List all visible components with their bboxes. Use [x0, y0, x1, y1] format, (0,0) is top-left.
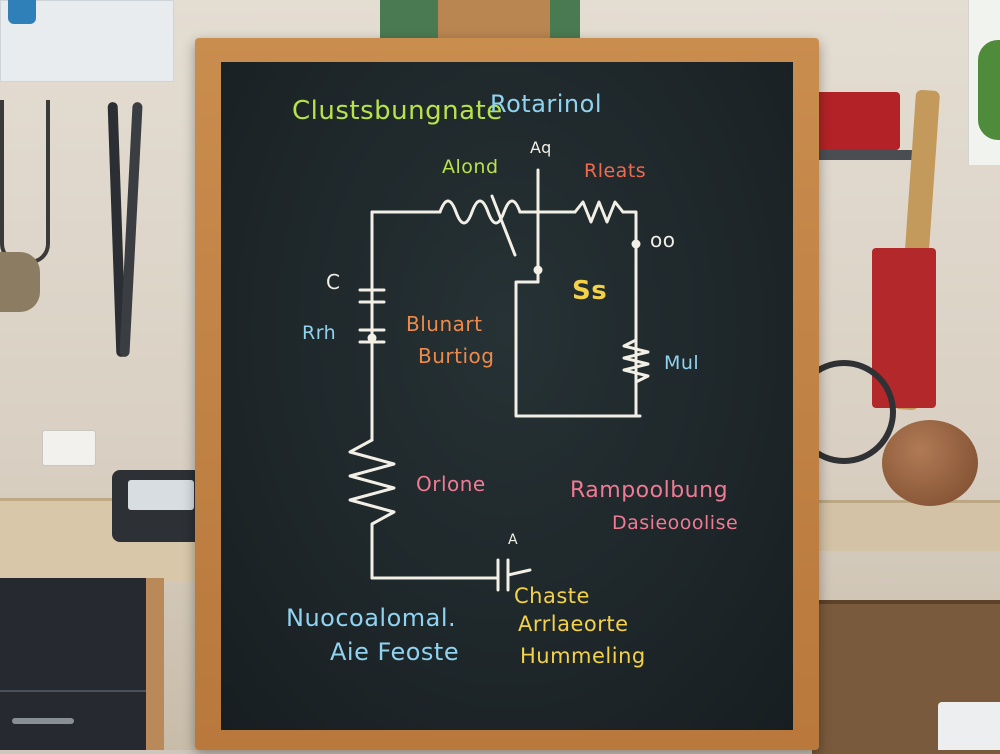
plant-leaf — [978, 40, 1000, 140]
label-rampoolbung: Rampoolbung — [570, 478, 729, 503]
node-dot-right — [631, 239, 641, 249]
label-nuocoalomal: Nuocoalomal. — [286, 604, 457, 632]
label-hummeling: Hummeling — [520, 644, 646, 668]
hanging-bag — [0, 252, 40, 312]
desk-leg — [146, 578, 164, 750]
label-ss: Ss — [572, 276, 608, 306]
label-c: C — [326, 270, 341, 294]
drawer-divider — [0, 690, 148, 692]
right-desk — [800, 500, 1000, 551]
inductor-coil — [438, 199, 522, 225]
board-title-left: Clustsbungnate — [292, 96, 503, 126]
poster-blue-object — [8, 0, 36, 24]
radio-display — [128, 480, 194, 510]
label-dasieooolise: Dasieooolise — [612, 512, 739, 534]
label-orlone: Orlone — [416, 472, 486, 496]
label-rleats: Rleats — [584, 160, 647, 182]
diagonal-branch — [490, 194, 517, 257]
wire-inner-top — [514, 280, 642, 418]
label-arrow: A — [508, 532, 519, 548]
node-dot-left — [367, 333, 377, 343]
drawer-handle — [12, 718, 74, 724]
label-burtiog: Burtiog — [418, 344, 495, 368]
node-dot-top — [533, 265, 543, 275]
board-title-right: Rotarinol — [490, 90, 602, 118]
clay-pot — [882, 420, 978, 506]
wall-socket — [42, 430, 96, 466]
label-chaste: Chaste — [514, 584, 590, 608]
bottom-terminal — [496, 558, 532, 592]
label-rrh: Rrh — [302, 322, 337, 344]
resistor-left — [348, 438, 396, 580]
label-aie-feoste: Aie Feoste — [330, 638, 460, 666]
easel-top-clamp — [438, 0, 550, 40]
label-mul: Mul — [664, 352, 700, 374]
white-printer — [938, 702, 1000, 750]
label-arrlaeorte: Arrlaeorte — [518, 612, 629, 636]
right-wall-shelf — [772, 150, 932, 160]
wire-top-right — [621, 210, 638, 416]
resistor-right — [622, 338, 650, 384]
label-blunart: Blunart — [406, 312, 483, 336]
blackboard — [221, 62, 793, 730]
label-top-wire: Aq — [530, 138, 552, 157]
resistor-top — [573, 200, 625, 224]
label-oo: oo — [650, 228, 676, 252]
label-alond: Alond — [442, 156, 499, 178]
